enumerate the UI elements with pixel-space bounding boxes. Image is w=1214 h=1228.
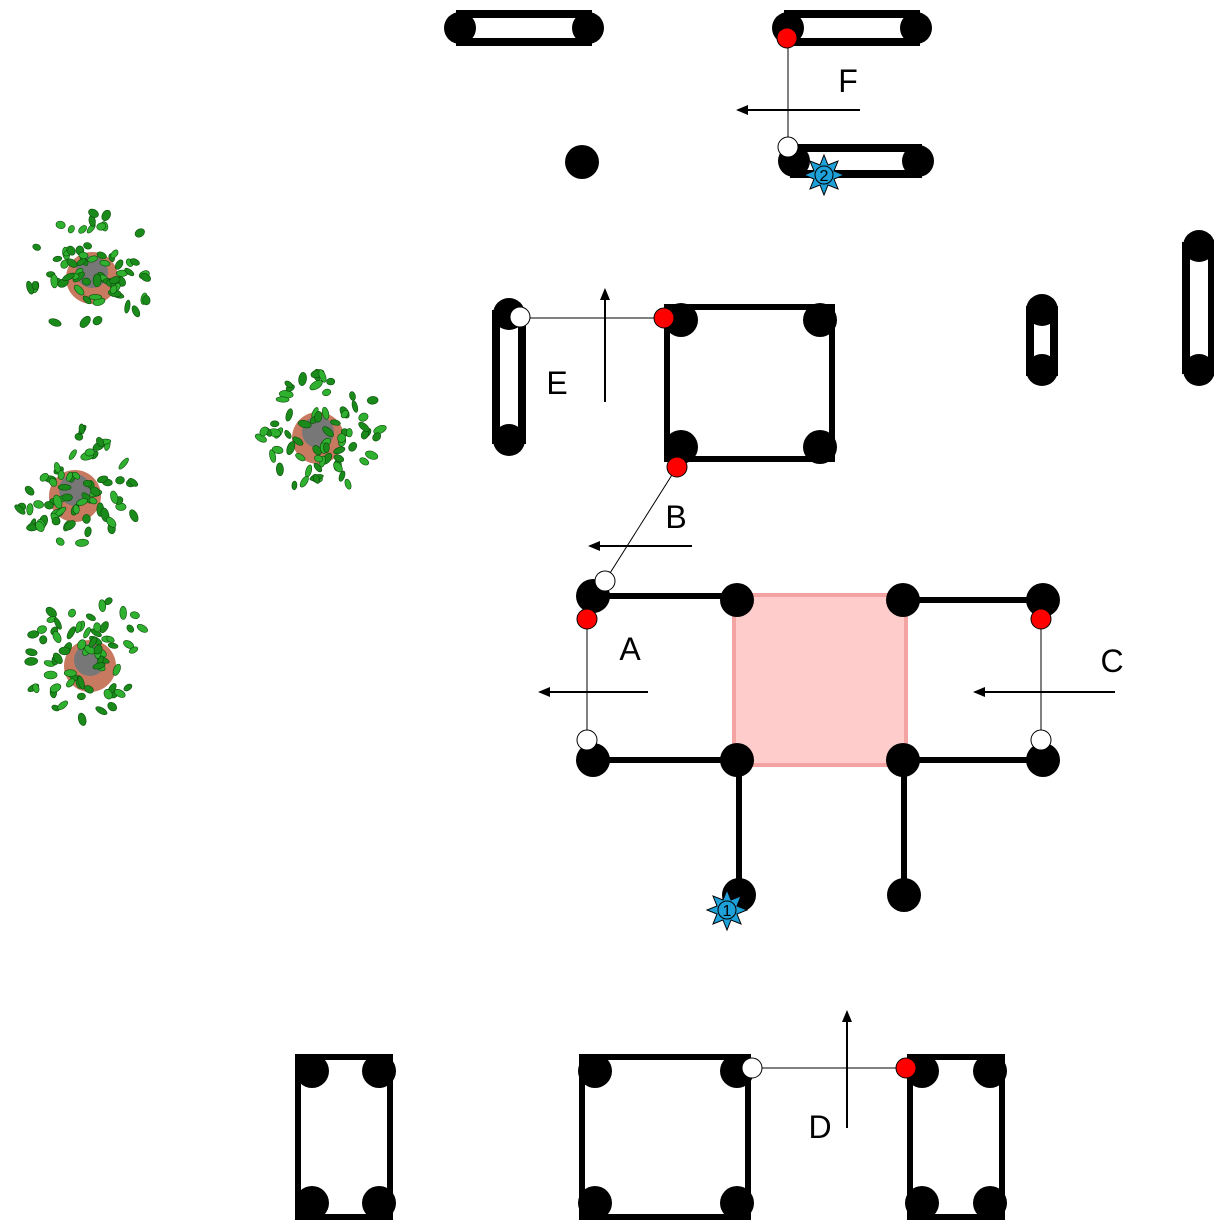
white-marker-b (594, 570, 616, 592)
star-label-1: 1 (723, 903, 732, 920)
bottom-left-table (295, 1054, 396, 1220)
red-marker-d (895, 1057, 917, 1079)
section-f-marker: F (736, 27, 860, 158)
starburst-icon-1: 1 (705, 888, 749, 932)
white-marker-a (576, 729, 598, 751)
starburst-icon-2: 2 (802, 153, 846, 197)
section-c-marker: C (973, 608, 1124, 751)
bench-f-lower (778, 144, 934, 178)
section-d-marker: D (741, 1010, 917, 1145)
lone-post (565, 145, 599, 179)
highlight-zone (732, 593, 908, 767)
right-edge-bench (1182, 230, 1214, 386)
label-c: C (1100, 643, 1123, 679)
plant-icon-4 (254, 368, 387, 491)
red-marker-c (1030, 608, 1052, 630)
right-small-bench (1026, 294, 1058, 386)
label-b: B (665, 499, 686, 535)
section-a-marker: A (538, 608, 648, 751)
plant-icon-3 (24, 597, 148, 726)
section-e-marker: E (509, 288, 675, 402)
red-marker-f (776, 27, 798, 49)
white-marker-c (1030, 729, 1052, 751)
red-marker-a (576, 608, 598, 630)
square-table-e (664, 303, 837, 464)
section-b-marker: B (588, 456, 692, 582)
white-marker-d (741, 1057, 763, 1079)
plant-icon-2 (14, 423, 139, 547)
bottom-right-table (905, 1054, 1007, 1220)
label-d: D (808, 1109, 831, 1145)
bottom-center-table (578, 1054, 754, 1220)
star-label-2: 2 (820, 168, 829, 185)
plant-icon-1 (26, 208, 151, 328)
label-e: E (546, 365, 567, 401)
label-a: A (619, 631, 641, 667)
red-marker-e (653, 307, 675, 329)
white-marker-e (509, 306, 531, 328)
red-marker-b (666, 456, 688, 478)
top-left-bench (444, 10, 604, 46)
label-f: F (838, 63, 858, 99)
left-bench-e (492, 298, 526, 456)
central-frame (576, 579, 1060, 912)
white-marker-f (777, 136, 799, 158)
